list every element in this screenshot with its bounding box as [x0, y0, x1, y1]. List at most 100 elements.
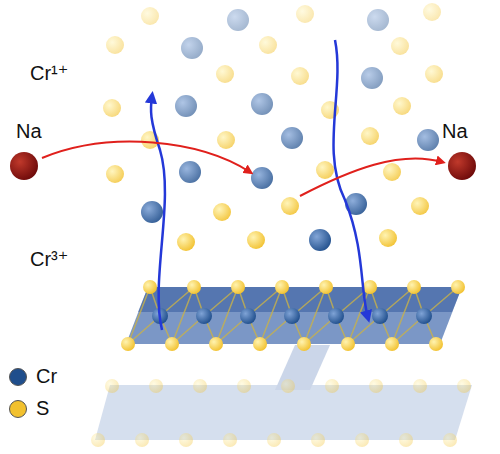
- atom: [407, 280, 421, 294]
- atom: [275, 280, 289, 294]
- atom: [284, 308, 300, 324]
- atom: [209, 337, 223, 351]
- legend-text: S: [36, 397, 49, 419]
- atom: [363, 280, 377, 294]
- atom: [319, 280, 333, 294]
- atom: [103, 99, 121, 117]
- atom: [316, 161, 334, 179]
- atom: [369, 379, 383, 393]
- atom: [121, 337, 135, 351]
- atom: [361, 67, 383, 89]
- atom: [106, 36, 124, 54]
- bond: [128, 287, 150, 344]
- atom: [193, 379, 207, 393]
- atom: [181, 37, 203, 59]
- atom: [383, 163, 401, 181]
- atom: [328, 308, 344, 324]
- red-arrow: [300, 158, 442, 196]
- atom: [91, 433, 105, 447]
- bond: [216, 287, 238, 344]
- lower-layer: [95, 345, 472, 440]
- atom: [417, 129, 439, 151]
- atom: [451, 280, 465, 294]
- atom: [240, 308, 256, 324]
- atom: [391, 37, 409, 55]
- atom: [213, 203, 231, 221]
- atom: [281, 127, 303, 149]
- species-label: Cr³⁺: [30, 248, 68, 270]
- na-atom: [10, 152, 38, 180]
- atom: [217, 131, 235, 149]
- layer-atoms: [121, 280, 465, 351]
- atom: [311, 433, 325, 447]
- atom: [175, 95, 197, 117]
- atom: [149, 379, 163, 393]
- atom: [105, 379, 119, 393]
- atom: [309, 229, 331, 251]
- upper-layer: [126, 287, 462, 344]
- atom: [341, 337, 355, 351]
- atom: [411, 197, 429, 215]
- atom: [187, 280, 201, 294]
- red-arrow: [42, 142, 250, 172]
- atom: [216, 65, 234, 83]
- atom: [135, 433, 149, 447]
- atom: [179, 161, 201, 183]
- atom: [179, 433, 193, 447]
- na-atom: [448, 152, 476, 180]
- bond: [392, 287, 414, 344]
- atom: [425, 65, 443, 83]
- atom: [413, 379, 427, 393]
- atom: [106, 165, 124, 183]
- atom-label: Na: [442, 120, 468, 142]
- atom: [247, 231, 265, 249]
- atom: [291, 67, 309, 85]
- atom: [237, 379, 251, 393]
- atom: [372, 308, 388, 324]
- atom: [281, 197, 299, 215]
- atom: [325, 379, 339, 393]
- atom: [165, 337, 179, 351]
- atom: [355, 433, 369, 447]
- atom: [281, 379, 295, 393]
- atom: [141, 7, 159, 25]
- atom: [177, 233, 195, 251]
- atom: [223, 433, 237, 447]
- atom: [399, 433, 413, 447]
- legend-swatch: [9, 400, 27, 418]
- atom: [385, 337, 399, 351]
- atom: [259, 36, 277, 54]
- bond: [304, 287, 326, 344]
- atom: [251, 167, 273, 189]
- species-label: Cr¹⁺: [30, 62, 68, 84]
- bond: [260, 287, 282, 344]
- bond-lines: [128, 287, 458, 344]
- atom: [297, 337, 311, 351]
- atom: [423, 3, 441, 21]
- atom: [227, 9, 249, 31]
- atom: [393, 97, 411, 115]
- atom: [296, 5, 314, 23]
- atom: [443, 433, 457, 447]
- atom: [253, 337, 267, 351]
- legend-swatch: [9, 368, 27, 386]
- atom: [196, 308, 212, 324]
- atom: [429, 337, 443, 351]
- blue-arrow: [151, 96, 165, 330]
- atom: [361, 127, 379, 145]
- atom: [379, 229, 397, 247]
- lower-atoms: [91, 379, 471, 447]
- atom: [231, 280, 245, 294]
- atom-label: Na: [16, 120, 42, 142]
- atom: [457, 379, 471, 393]
- bond: [172, 287, 194, 344]
- atom: [251, 93, 273, 115]
- atom: [143, 280, 157, 294]
- atom: [267, 433, 281, 447]
- atom: [141, 201, 163, 223]
- atom: [416, 308, 432, 324]
- blue-arrow: [333, 40, 368, 318]
- legend-text: Cr: [36, 365, 57, 387]
